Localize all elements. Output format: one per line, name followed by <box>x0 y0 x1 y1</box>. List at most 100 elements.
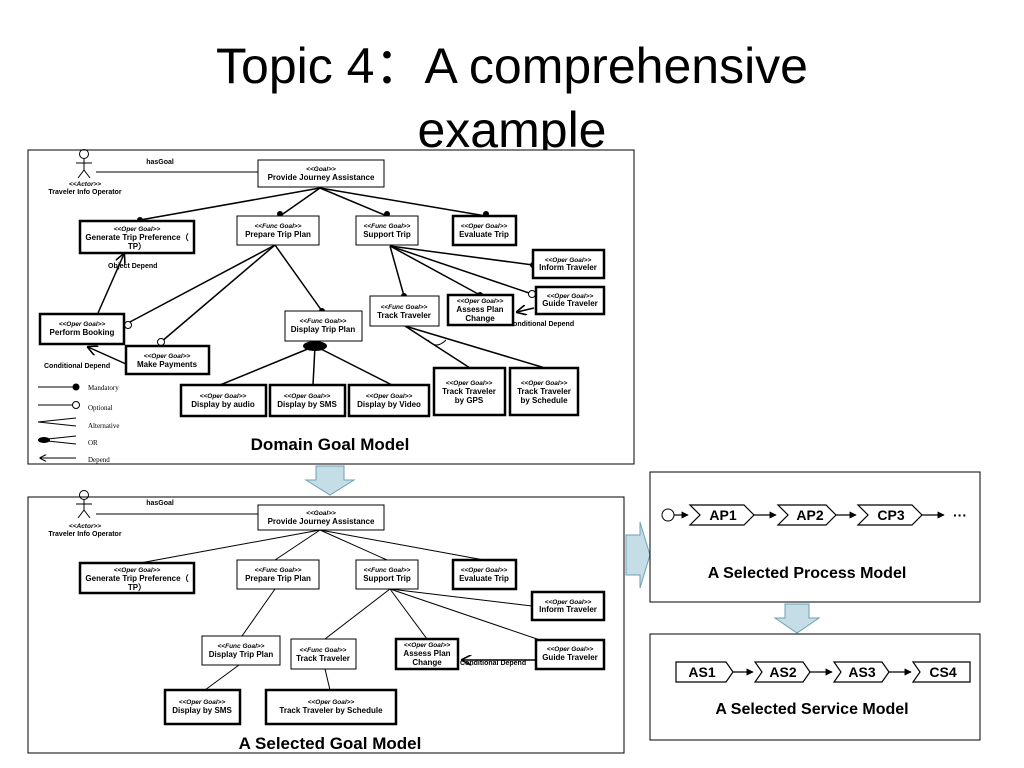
service-step-cs4: CS4 <box>911 661 971 683</box>
svg-text:<<Oper Goal>>: <<Oper Goal>> <box>457 298 504 305</box>
svg-text:<<Oper Goal>>: <<Oper Goal>> <box>179 699 226 706</box>
goal-evaluate-trip: <<Oper Goal>> Evaluate Trip <box>451 558 518 591</box>
start-node <box>661 508 675 522</box>
svg-text:Generate Trip Preference（: Generate Trip Preference（ <box>85 573 188 583</box>
svg-text:Evaluate Trip: Evaluate Trip <box>459 574 509 583</box>
legend-or: OR <box>88 439 98 447</box>
svg-text:<<Oper Goal>>: <<Oper Goal>> <box>59 321 106 328</box>
svg-text:Guide Traveler: Guide Traveler <box>542 653 598 662</box>
service-frame <box>649 633 981 741</box>
svg-text:Change: Change <box>465 314 495 323</box>
actor-name: Traveler Info Operator <box>48 189 121 196</box>
selected-goal-model: <<Actor>> Traveler Info Operator hasGoal… <box>27 490 625 754</box>
svg-text:Support Trip: Support Trip <box>363 230 411 239</box>
goal-provide-journey-assistance: <<Goal>> Provide Journey Assistance <box>257 159 385 188</box>
svg-text:<<Oper Goal>>: <<Oper Goal>> <box>547 646 594 653</box>
svg-text:Provide Journey Assistance: Provide Journey Assistance <box>268 517 375 526</box>
legend-depend: Depend <box>88 456 110 464</box>
goal-assess-plan-change: <<Oper Goal>> Assess Plan Change <box>394 637 460 671</box>
svg-text:<<Oper Goal>>: <<Oper Goal>> <box>144 353 191 360</box>
selected-model-caption: A Selected Goal Model <box>239 734 422 753</box>
svg-text:<<Oper Goal>>: <<Oper Goal>> <box>284 393 331 400</box>
svg-text:<<Oper Goal>>: <<Oper Goal>> <box>404 642 451 649</box>
svg-text:Track Traveler: Track Traveler <box>442 387 496 396</box>
goal-display-by-video: <<Oper Goal>> Display by Video <box>347 383 431 418</box>
svg-text:Support Trip: Support Trip <box>363 574 411 583</box>
process-step-ap2: AP2 <box>776 504 837 526</box>
goal-track-traveler-by-gps: <<Oper Goal>> Track Traveler by GPS <box>432 366 507 417</box>
svg-text:<<Oper Goal>>: <<Oper Goal>> <box>461 567 508 574</box>
svg-text:<<Oper Goal>>: <<Oper Goal>> <box>200 393 247 400</box>
slide-title-line-1: Topic 4：A comprehensive <box>216 38 808 94</box>
svg-text:Display by SMS: Display by SMS <box>277 400 337 409</box>
svg-text:Display by SMS: Display by SMS <box>172 706 232 715</box>
process-frame <box>649 471 981 603</box>
down-arrow-icon <box>773 603 821 634</box>
svg-text:Display by Video: Display by Video <box>357 400 421 409</box>
svg-text:Provide Journey Assistance: Provide Journey Assistance <box>268 173 375 182</box>
goal-track-traveler: <<Func Goal>> Track Traveler <box>369 295 440 327</box>
goal-display-by-sms: <<Oper Goal>> Display by SMS <box>163 688 242 726</box>
svg-text:CS4: CS4 <box>929 664 956 680</box>
svg-text:<<Oper Goal>>: <<Oper Goal>> <box>114 567 161 574</box>
svg-text:<<Func Goal>>: <<Func Goal>> <box>300 647 347 654</box>
service-model: AS1 AS2 AS3 CS4 A Selected Service Model <box>649 633 981 741</box>
has-goal-label: hasGoal <box>146 500 174 507</box>
svg-text:<<Func Goal>>: <<Func Goal>> <box>381 304 428 311</box>
svg-text:<<Oper Goal>>: <<Oper Goal>> <box>114 226 161 233</box>
svg-text:Display by audio: Display by audio <box>191 400 255 409</box>
goal-track-traveler-by-schedule: <<Oper Goal>> Track Traveler by Schedule <box>264 688 398 726</box>
goal-make-payments: <<Oper Goal>> Make Payments <box>124 344 211 376</box>
goal-generate-trip-preference: <<Oper Goal>> Generate Trip Preference（ … <box>78 219 196 255</box>
svg-text:<<Func Goal>>: <<Func Goal>> <box>300 318 347 325</box>
svg-text:Guide Traveler: Guide Traveler <box>542 299 598 308</box>
actor-name: Traveler Info Operator <box>48 531 121 538</box>
svg-text:<<Oper Goal>>: <<Oper Goal>> <box>545 599 592 606</box>
svg-text:Track Traveler: Track Traveler <box>377 311 431 320</box>
goal-support-trip: <<Func Goal>> Support Trip <box>355 559 419 590</box>
process-step-ap1: AP1 <box>688 504 755 526</box>
goal-track-traveler: <<Func Goal>> Track Traveler <box>290 638 357 670</box>
service-step-as1: AS1 <box>675 661 734 683</box>
goal-assess-plan-change: <<Oper Goal>> Assess Plan Change <box>446 293 515 327</box>
has-goal-label: hasGoal <box>146 159 174 166</box>
process-step-cp3: CP3 <box>856 504 923 526</box>
legend: Mandatory Optional Alternative OR Depend <box>37 383 120 464</box>
process-model: AP1 AP2 CP3 ··· A Selected Process Model <box>649 471 981 603</box>
svg-text:TP）: TP） <box>128 241 146 251</box>
svg-text:TP）: TP） <box>128 582 146 592</box>
svg-text:by GPS: by GPS <box>455 396 484 405</box>
actor-stereotype: <<Actor>> <box>69 181 101 188</box>
down-arrow-icon <box>304 465 356 496</box>
goal-perform-booking: <<Oper Goal>> Perform Booking <box>38 312 126 346</box>
svg-text:<<Oper Goal>>: <<Oper Goal>> <box>521 380 568 387</box>
svg-text:<<Func Goal>>: <<Func Goal>> <box>364 223 411 230</box>
svg-text:by Schedule: by Schedule <box>520 396 568 405</box>
process-model-caption: A Selected Process Model <box>708 565 907 582</box>
svg-text:<<Goal>>: <<Goal>> <box>306 510 336 517</box>
goal-inform-traveler: <<Oper Goal>> Inform Traveler <box>531 248 606 280</box>
right-arrow-icon <box>625 521 651 589</box>
goal-guide-traveler: <<Oper Goal>> Guide Traveler <box>534 638 606 671</box>
actor-stereotype: <<Actor>> <box>69 523 101 530</box>
svg-text:Prepare Trip Plan: Prepare Trip Plan <box>245 230 311 239</box>
goal-evaluate-trip: <<Oper Goal>> Evaluate Trip <box>451 214 518 247</box>
actor-icon <box>76 149 92 179</box>
goal-prepare-trip-plan: <<Func Goal>> Prepare Trip Plan <box>236 559 320 590</box>
process-ellipsis: ··· <box>953 507 967 523</box>
svg-text:AS3: AS3 <box>848 664 875 680</box>
goal-display-trip-plan: <<Func Goal>> Display Trip Plan <box>284 310 363 342</box>
slide-title-line-2: example <box>417 102 607 158</box>
svg-text:<<Oper Goal>>: <<Oper Goal>> <box>446 380 493 387</box>
goal-links <box>139 529 541 691</box>
goal-guide-traveler: <<Oper Goal>> Guide Traveler <box>534 285 606 316</box>
svg-text:Display Trip Plan: Display Trip Plan <box>209 650 274 659</box>
svg-text:Make Payments: Make Payments <box>137 360 198 369</box>
svg-text:<<Func Goal>>: <<Func Goal>> <box>364 567 411 574</box>
svg-text:<<Func Goal>>: <<Func Goal>> <box>255 567 302 574</box>
service-model-caption: A Selected Service Model <box>715 701 908 718</box>
conditional-depend-label: Conditional Depend <box>460 660 526 667</box>
svg-text:<<Goal>>: <<Goal>> <box>306 166 336 173</box>
svg-text:Track Traveler: Track Traveler <box>517 387 571 396</box>
svg-text:AP1: AP1 <box>709 507 736 523</box>
